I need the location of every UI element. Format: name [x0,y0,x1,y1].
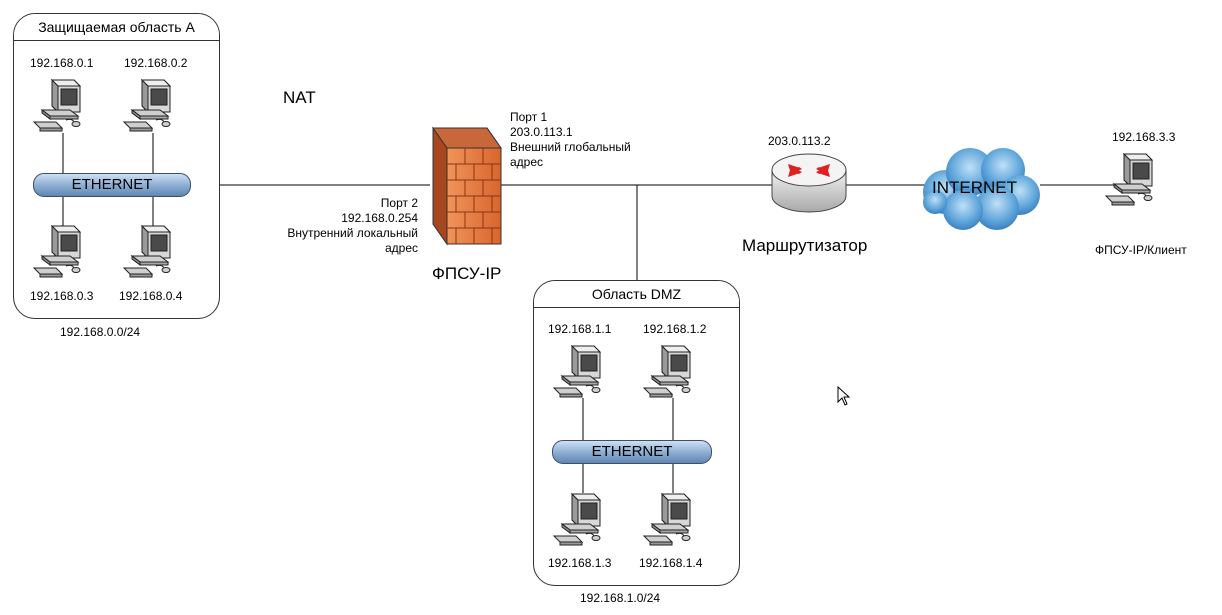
host-label: 192.168.1.3 [548,556,612,570]
zone-a-title: Защищаемая область A [14,14,219,41]
computer-icon [550,342,614,402]
port2-line: адрес [384,241,418,255]
port1-label: Порт 1 203.0.113.1 Внешний глобальный ад… [510,110,631,170]
zone-dmz: Область DMZ [533,280,740,586]
client-ip: 192.168.3.3 [1112,130,1176,144]
port1-line: адрес [510,155,544,169]
ethernet-bus: ETHERNET [552,440,712,464]
zone-dmz-subnet: 192.168.1.0/24 [580,591,661,605]
computer-icon [30,76,94,136]
host-label: 192.168.0.4 [119,289,183,303]
host-label: 192.168.1.2 [643,322,707,336]
router-icon [771,153,847,213]
host-label: 192.168.0.2 [124,56,188,70]
host-label: 192.168.0.1 [30,56,94,70]
computer-icon [30,222,94,282]
mouse-cursor-icon [837,386,851,406]
zone-a: Защищаемая область A [13,13,220,319]
nat-label: NAT [283,88,316,107]
port1-line: Порт 1 [510,110,548,124]
internet-label: INTERNET [932,178,1017,197]
zone-a-subnet: 192.168.0.0/24 [60,325,141,339]
computer-icon [120,76,184,136]
host-label: 192.168.0.3 [30,289,94,303]
computer-icon [640,490,704,550]
computer-icon [550,490,614,550]
computer-icon [1102,150,1166,210]
router-name: Маршрутизатор [742,236,868,255]
port1-line: Внешний глобальный [510,140,631,154]
port2-line: Внутренний локальный [287,226,418,240]
port2-label: Порт 2 192.168.0.254 Внутренний локальны… [287,196,418,256]
zone-a-drops [62,133,154,228]
port1-line: 203.0.113.1 [510,125,573,139]
port2-line: Порт 2 [380,196,418,210]
zone-dmz-drops [582,398,674,493]
client-name: ФПСУ-IP/Клиент [1095,243,1187,257]
host-label: 192.168.1.4 [639,556,703,570]
firewall-icon [432,126,502,246]
zone-dmz-title: Область DMZ [534,281,739,308]
computer-icon [640,342,704,402]
host-label: 192.168.1.1 [548,322,612,336]
cloud-icon [923,148,1040,230]
router-ip: 203.0.113.2 [768,134,831,148]
firewall-name: ФПСУ-IP [432,264,502,283]
computer-icon [120,222,184,282]
port2-line: 192.168.0.254 [341,211,418,225]
ethernet-bus: ETHERNET [33,173,191,197]
